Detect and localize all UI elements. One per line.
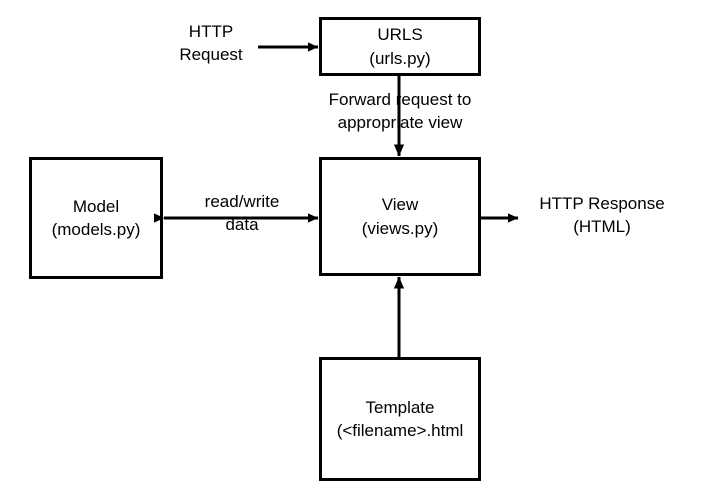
http-request-label-line2: Request (179, 45, 243, 65)
read-write-label-line1: read/write (204, 192, 280, 211)
forward-request-label: Forward request to appropriate view (310, 88, 490, 135)
http-response-label-line2: (HTML) (573, 217, 631, 237)
read-write-label-line2: data (225, 215, 259, 235)
template-box-shape (319, 357, 481, 481)
read-write-label: read/write data (197, 190, 287, 237)
urls-box-shape (319, 17, 481, 76)
view-box-shape (319, 157, 481, 276)
forward-request-label-line2: appropriate view (337, 113, 463, 133)
http-request-label: HTTP Request (163, 20, 259, 67)
http-response-label-line1: HTTP Response (539, 194, 665, 213)
http-response-label: HTTP Response (HTML) (527, 192, 677, 239)
forward-request-label-line1: Forward request to (328, 90, 472, 109)
model-box-shape (29, 157, 163, 279)
http-request-label-line1: HTTP (188, 22, 234, 41)
